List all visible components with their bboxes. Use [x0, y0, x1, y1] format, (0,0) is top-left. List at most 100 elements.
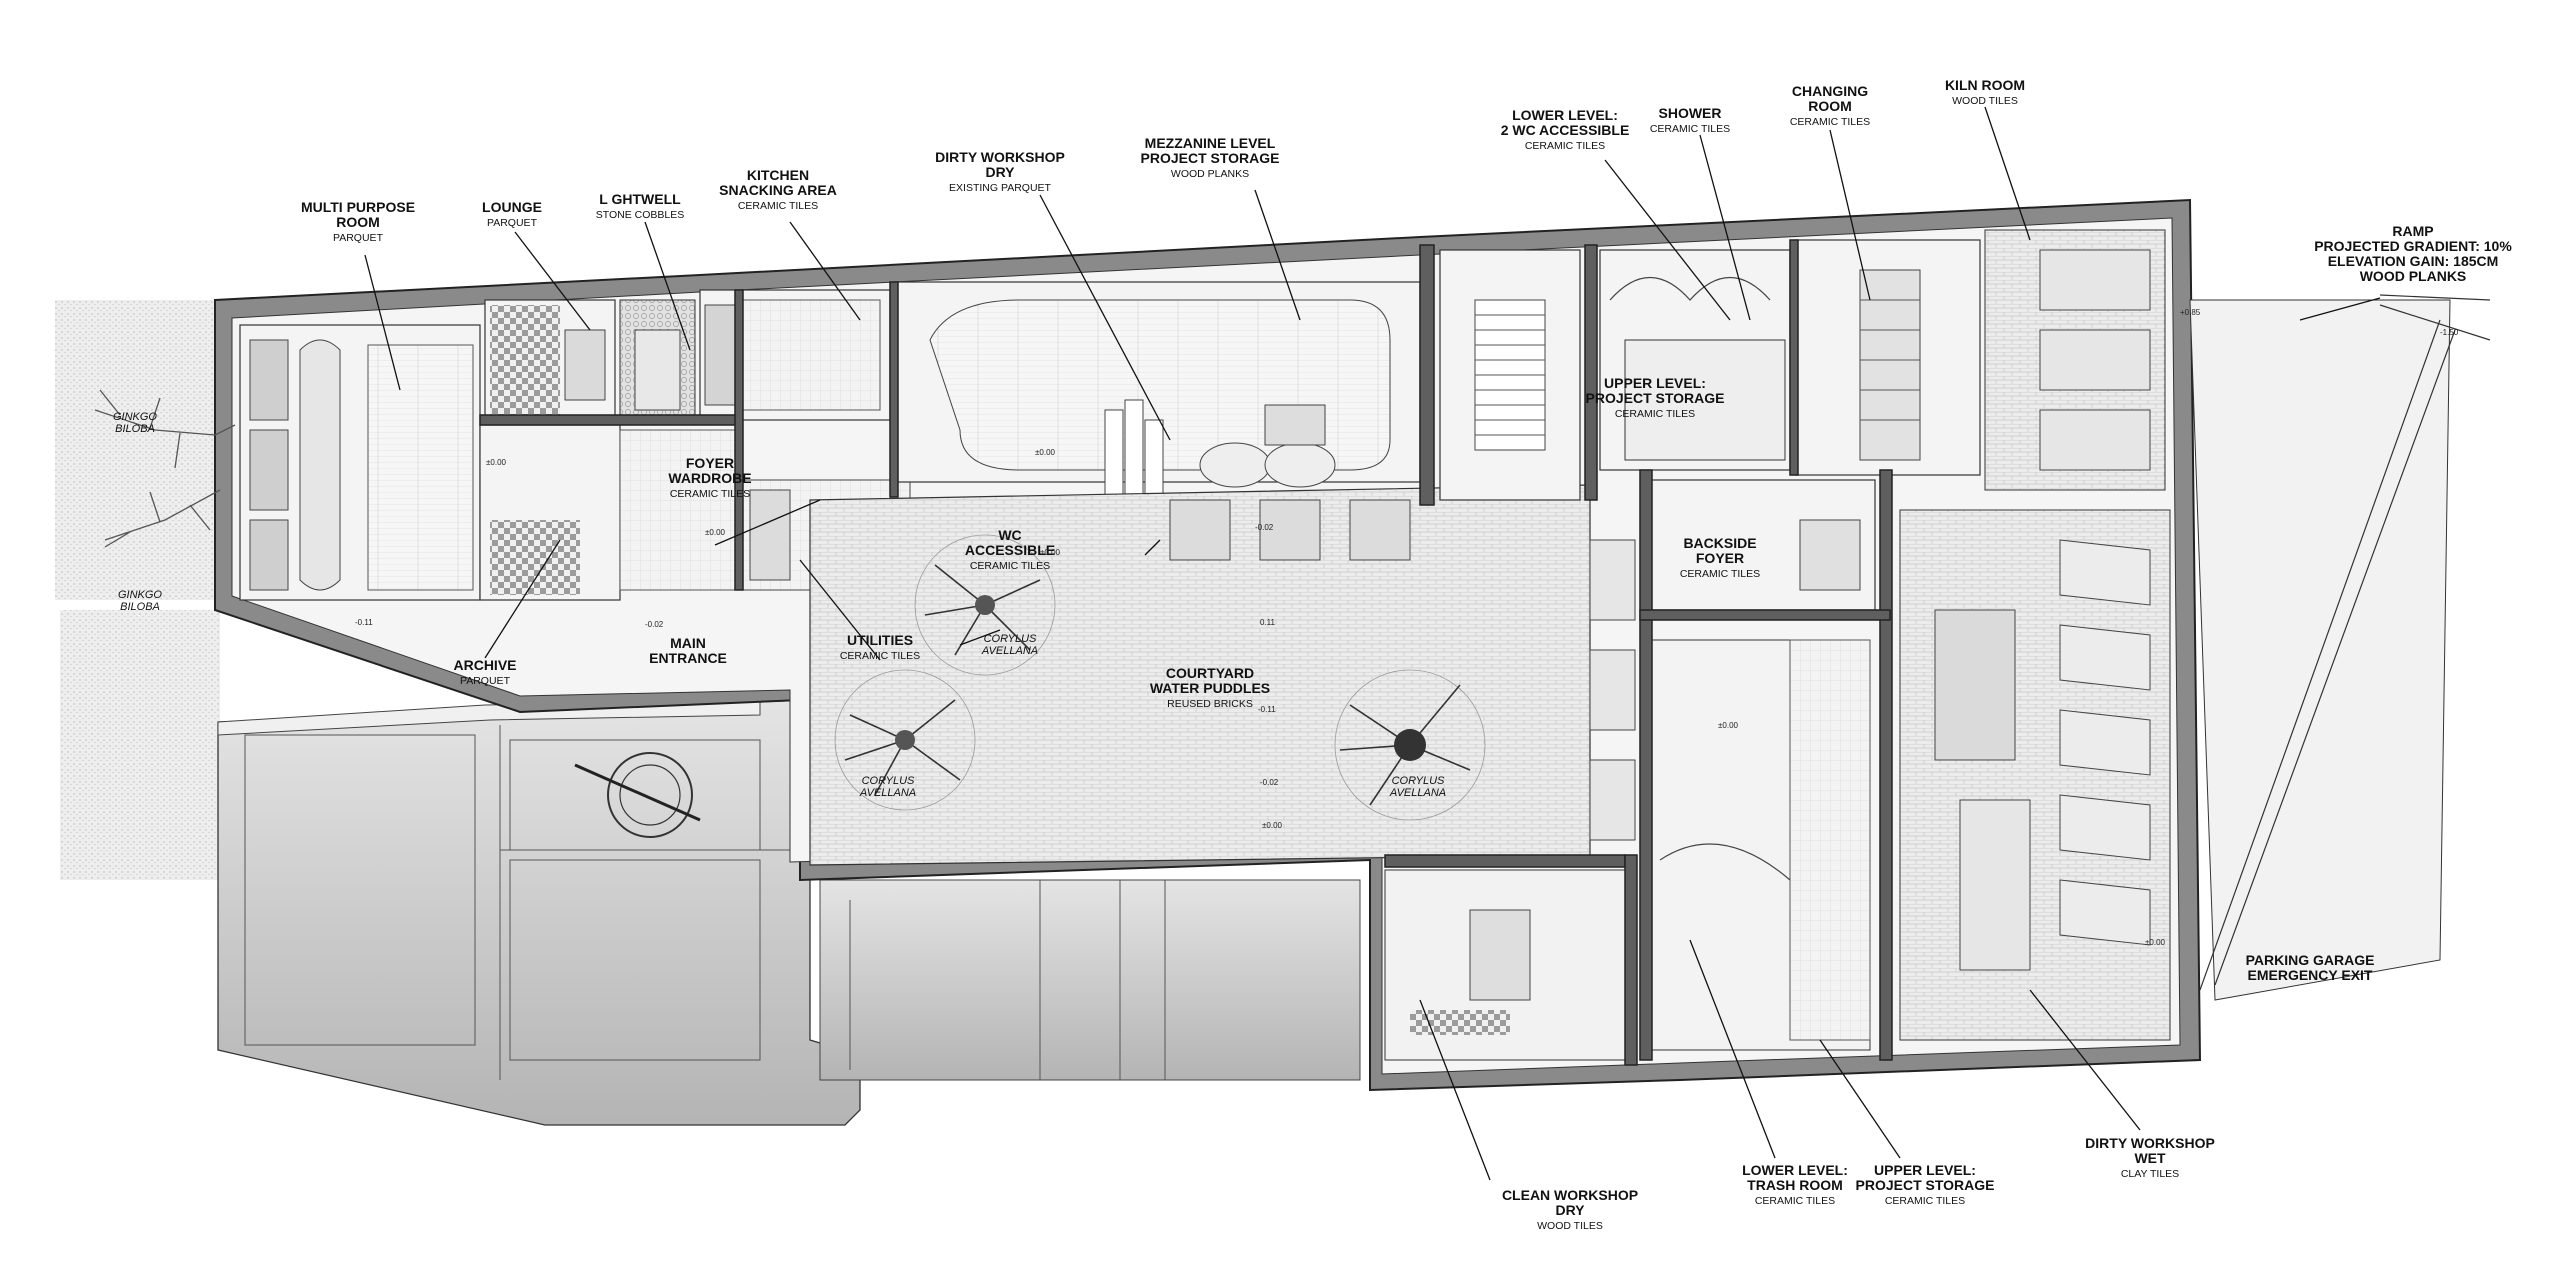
tree-label-line: CORYLUS — [1392, 775, 1445, 787]
level-markers: ±0.00 ±0.00 -0.11 -0.02 ±0.00 ±0.00 -0.0… — [355, 308, 2459, 947]
label-material: PARQUET — [333, 232, 384, 244]
level-marker: ±0.00 — [705, 528, 726, 537]
ramp-structure — [2189, 294, 2491, 1001]
label-title-line: LOWER LEVEL: — [1742, 1162, 1848, 1178]
kitchen — [699, 289, 891, 421]
label-title-line: MULTI PURPOSE — [301, 199, 415, 215]
label-material: WOOD TILES — [1537, 1220, 1603, 1232]
trash-storage-corridor — [1649, 639, 1871, 1051]
clean-workshop — [1384, 869, 1626, 1061]
corylus-tree-1 — [914, 534, 1056, 676]
label-title-line: COURTYARD — [1166, 665, 1254, 681]
label-material: REUSED BRICKS — [1167, 698, 1253, 710]
label-title-line: PARKING GARAGE — [2246, 952, 2375, 968]
corylus-tree-2 — [834, 669, 976, 811]
label-title-line: ARCHIVE — [453, 657, 516, 673]
label-material: CERAMIC TILES — [840, 650, 920, 662]
tree-label-line: GINKGO — [118, 589, 162, 601]
level-marker: ±0.00 — [486, 458, 507, 467]
tree-label-line: CORYLUS — [984, 633, 1037, 645]
label-title-line: SHOWER — [1659, 105, 1722, 121]
lightwell — [619, 299, 696, 421]
label-title-line: WATER PUDDLES — [1150, 680, 1270, 696]
label-title-line: DRY — [1555, 1202, 1585, 1218]
label-title-line: ENTRANCE — [649, 650, 727, 666]
label-material: CERAMIC TILES — [1885, 1195, 1965, 1207]
label-material: CERAMIC TILES — [1650, 123, 1730, 135]
label-title-line: FOYER — [1696, 550, 1744, 566]
trees — [94, 389, 1486, 821]
label-material: CERAMIC TILES — [670, 488, 750, 500]
ginkgo-tree-top — [94, 389, 236, 469]
label-title-line: UTILITIES — [847, 632, 913, 648]
lounge — [484, 299, 616, 421]
label-title-line: SNACKING AREA — [719, 182, 837, 198]
level-marker: ±0.00 — [2145, 938, 2166, 947]
wc-shower-block — [1599, 249, 1791, 471]
label-material: WOOD PLANKS — [1171, 168, 1249, 180]
label-title-line: UPPER LEVEL: — [1874, 1162, 1976, 1178]
label-material: EXISTING PARQUET — [949, 182, 1051, 194]
changing-room — [1794, 239, 1981, 476]
level-marker: ±0.00 — [1035, 448, 1056, 457]
level-marker: ±0.00 — [1040, 548, 1061, 557]
tree-label-line: BILOBA — [115, 423, 155, 435]
label-material: CERAMIC TILES — [738, 200, 818, 212]
label-archive: ARCHIVE PARQUET — [453, 657, 516, 687]
label-material: STONE COBBLES — [596, 209, 685, 221]
label-title-line: LOUNGE — [482, 199, 542, 215]
neighbouring-building — [217, 699, 1361, 1126]
ginkgo-tree-bottom — [104, 489, 221, 548]
label-material: CERAMIC TILES — [1680, 568, 1760, 580]
level-marker: +0.85 — [2180, 308, 2201, 317]
label-title-line: PROJECT STORAGE — [1141, 150, 1280, 166]
level-marker: -1.50 — [2440, 328, 2459, 337]
label-title-line: WC — [998, 527, 1021, 543]
label-material: PARQUET — [460, 675, 511, 687]
tree-label-line: CORYLUS — [862, 775, 915, 787]
label-material: CERAMIC TILES — [1790, 116, 1870, 128]
archive-corridor — [479, 424, 741, 601]
label-title-line: CHANGING — [1792, 83, 1868, 99]
kiln-room — [1984, 229, 2166, 491]
label-title-line: FOYER — [686, 455, 734, 471]
tree-label-line: GINKGO — [113, 411, 157, 423]
label-title-line: EMERGENCY EXIT — [2248, 967, 2373, 983]
level-marker: -0.02 — [1260, 778, 1279, 787]
label-title-line: WARDROBE — [668, 470, 751, 486]
label-title-line: TRASH ROOM — [1747, 1177, 1843, 1193]
label-title-line: KILN ROOM — [1945, 77, 2025, 93]
label-material: CERAMIC TILES — [970, 560, 1050, 572]
tree-label-line: AVELLANA — [859, 787, 916, 799]
level-marker: 0.11 — [1260, 618, 1276, 627]
tree-label-line: BILOBA — [120, 601, 160, 613]
label-title-line: UPPER LEVEL: — [1604, 375, 1706, 391]
level-marker: ±0.00 — [1718, 721, 1739, 730]
backside-foyer — [1644, 479, 1876, 611]
label-title-line: 2 WC ACCESSIBLE — [1501, 122, 1630, 138]
courtyard — [809, 484, 1636, 866]
label-title-line: ACCESSIBLE — [965, 542, 1055, 558]
